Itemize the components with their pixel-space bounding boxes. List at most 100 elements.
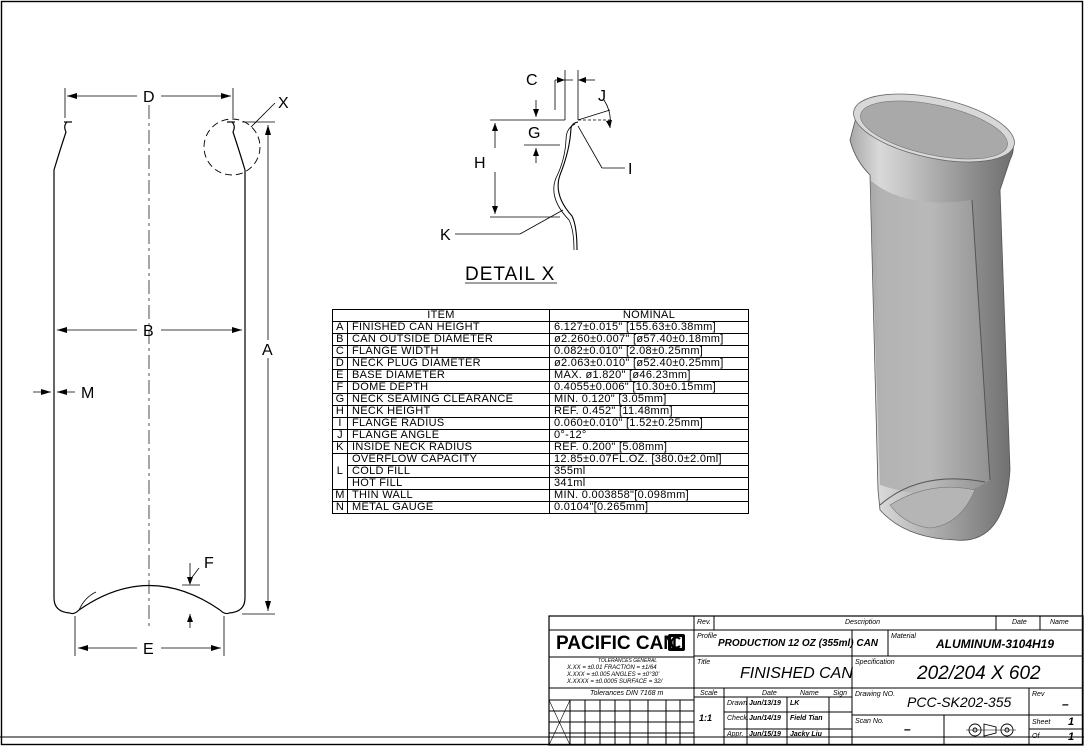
row-key: A [332, 321, 348, 334]
row-nominal: 0°-12° [549, 429, 749, 442]
row-item: FLANGE RADIUS [347, 417, 550, 430]
name-header: Name [1050, 619, 1069, 626]
dim-label-d: D [143, 89, 155, 106]
row-item: FINISHED CAN HEIGHT [347, 321, 550, 334]
row-key: I [332, 417, 348, 430]
check-date: Jun/14/19 [749, 715, 781, 722]
sheet-value: 1 [1068, 716, 1075, 728]
row-key: D [332, 357, 348, 370]
spec-header-nominal: NOMINAL [549, 309, 749, 322]
row-key: G [332, 393, 348, 406]
drawn-date: Jun/13/19 [749, 700, 781, 707]
dim-label-a: A [262, 342, 273, 359]
appr-name: Jacky Liu [790, 731, 822, 738]
row-nominal: MIN. 0.003858"[0.098mm] [549, 489, 749, 502]
detail-label-h: H [474, 155, 486, 172]
specification-value: 202/204 X 602 [917, 663, 1041, 684]
drawing-no-value: PCC-SK202-355 [907, 694, 1012, 710]
row-nominal: 0.060±0.010" [1.52±0.25mm] [549, 417, 749, 430]
row-item: DOME DEPTH [347, 381, 550, 394]
row-key: L [332, 453, 348, 490]
detail-x-title: DETAIL X [465, 264, 555, 285]
detail-x-profile [553, 121, 579, 251]
spec-table-header: ITEM NOMINAL [332, 309, 749, 322]
row-key: J [332, 429, 348, 442]
dim-label-b: B [143, 323, 154, 340]
company-name: PACIFIC CAN [556, 633, 678, 654]
row-nominal: MIN. 0.120" [3.05mm] [549, 393, 749, 406]
rev-label: Rev [1032, 691, 1045, 698]
title-label: Title [697, 659, 711, 666]
row-nominal: ø2.260±0.007" [ø57.40±0.18mm] [549, 333, 749, 346]
drawn-name: LK [790, 700, 800, 707]
row-key: C [332, 345, 348, 358]
row-nominal: 0.4055±0.006" [10.30±0.15mm] [549, 381, 749, 394]
title-block-frame [548, 615, 1084, 746]
row-nominal: 341ml [549, 477, 749, 490]
row-item: NECK SEAMING CLEARANCE [347, 393, 550, 406]
pacific-can-logo-icon [668, 634, 685, 651]
row-nominal: ø2.063±0.010" [ø52.40±0.25mm] [549, 357, 749, 370]
tolerances-line-3: X.XXXX = ±0.0005 SURFACE = 32/ [567, 679, 663, 685]
dim-label-e: E [143, 641, 154, 658]
scale-label: Scale [700, 690, 718, 697]
scan-no-label: Scan No. [855, 718, 884, 725]
row-item: THIN WALL [347, 489, 550, 502]
of-label: Of [1032, 733, 1040, 740]
row-nominal: 6.127±0.015" [155.63±0.38mm] [549, 321, 749, 334]
dim-label-f: F [204, 555, 214, 572]
detail-x-arrows [492, 77, 612, 214]
dim-label-m: M [81, 385, 94, 402]
description-header: Description [845, 619, 881, 626]
detail-label-c: C [526, 72, 538, 89]
can-dimension-arrows [41, 93, 271, 651]
rev-header: Rev. [697, 619, 711, 626]
tolerances-line-2: X.XXX = ±0.005 ANGLES = ±0°30' [567, 672, 660, 678]
name-column-header: Name [800, 690, 819, 697]
scan-no-value: – [904, 722, 911, 736]
tolerances-heading: TOLERANCES GENERAL [598, 658, 658, 664]
sign-column-header: Sign [833, 690, 848, 697]
row-key: K [332, 441, 348, 454]
row-item: FLANGE ANGLE [347, 429, 550, 442]
row-key: H [332, 405, 348, 418]
date-header: Date [1012, 619, 1027, 626]
row-nominal: 0.0104"[0.265mm] [549, 501, 749, 514]
third-angle-projection-icon [966, 723, 1016, 737]
appr-date: Jun/15/19 [749, 731, 781, 738]
row-nominal: REF. 0.452" [11.48mm] [549, 405, 749, 418]
detail-label-k: K [440, 227, 451, 244]
spec-header-item: ITEM [332, 309, 550, 322]
row-nominal: 12.85±0.07FL.OZ. [380.0±2.0ml] [549, 453, 749, 466]
specification-label: Specification [855, 659, 895, 666]
tolerances-din: Tolerances DIN 7168 m [590, 690, 664, 697]
scale-value: 1:1 [699, 713, 713, 723]
detail-label-i: I [628, 161, 632, 178]
can-side-view [53, 102, 276, 630]
row-item: BASE DIAMETER [347, 369, 550, 382]
drawn-label: Drawn [727, 700, 748, 707]
rev-value: – [1062, 697, 1069, 711]
row-item: HOT FILL [347, 477, 550, 490]
row-item: METAL GAUGE [347, 501, 550, 514]
material-value: ALUMINUM-3104H19 [936, 637, 1055, 651]
row-item: NECK HEIGHT [347, 405, 550, 418]
check-label: Check. [727, 715, 749, 722]
dim-label-x: X [278, 95, 289, 112]
detail-label-j: J [598, 88, 606, 105]
